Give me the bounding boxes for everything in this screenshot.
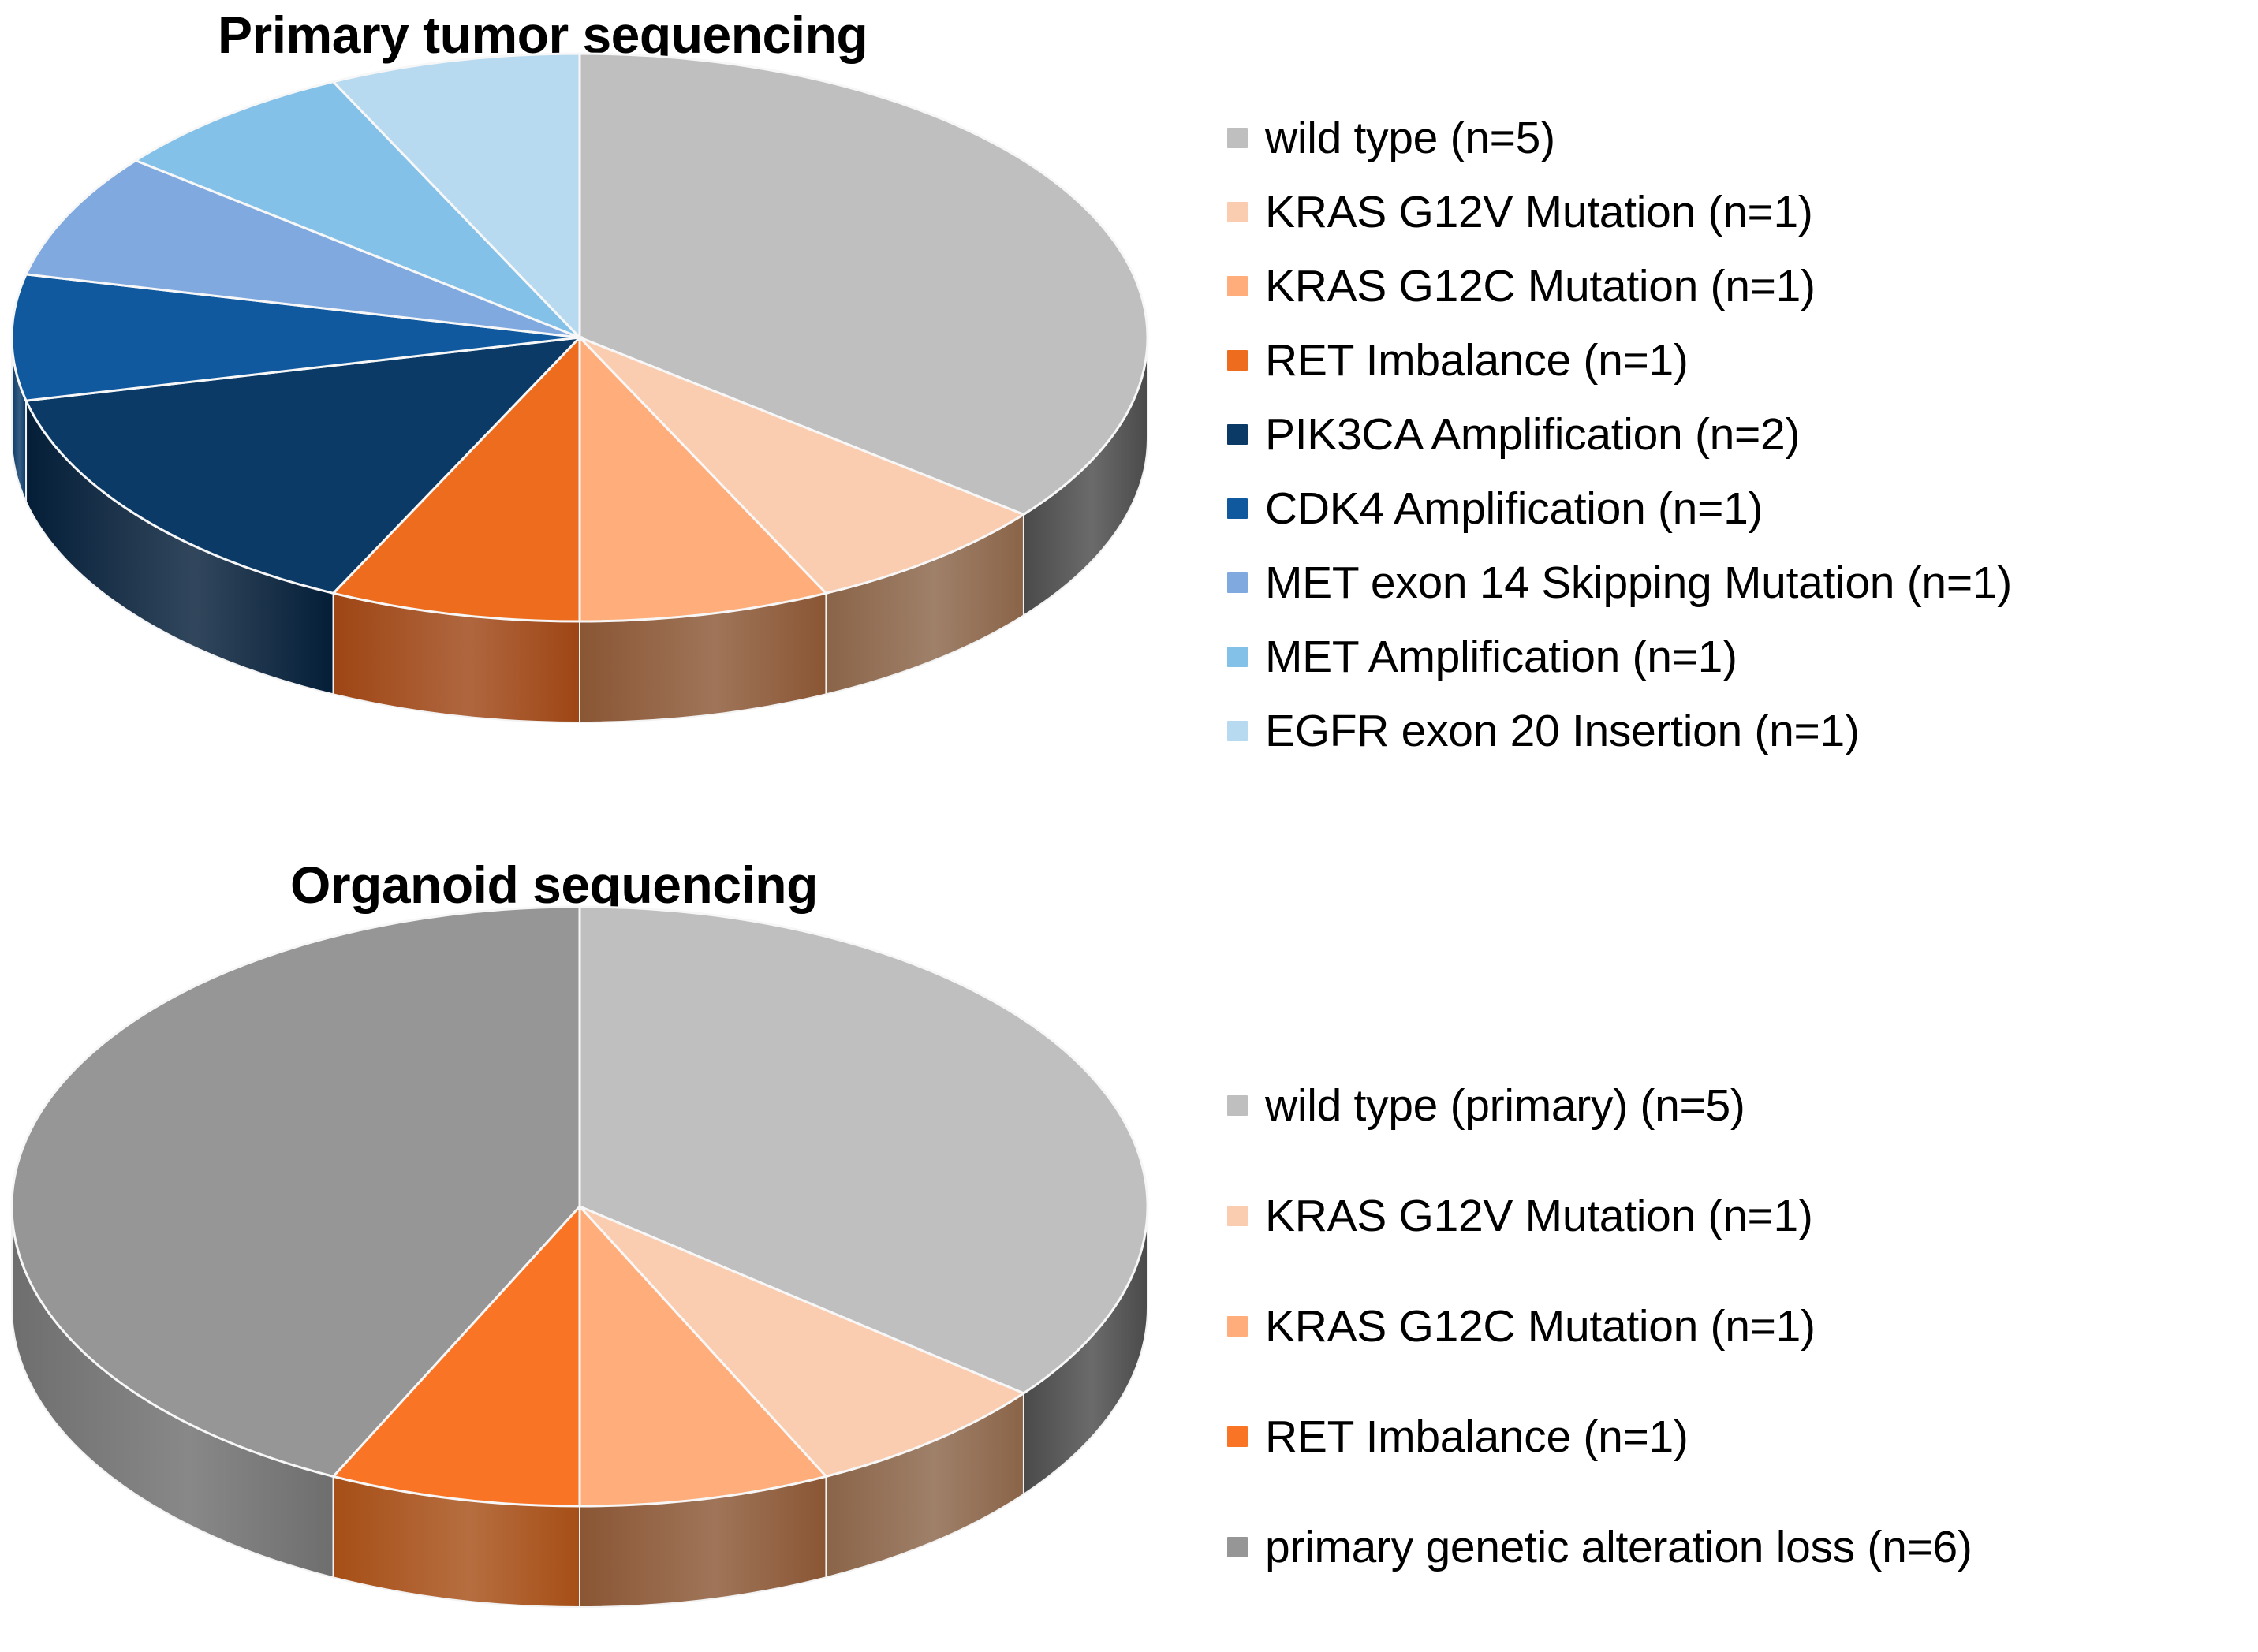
legend-item-label: wild type (primary) (n=5) xyxy=(1265,1080,1745,1131)
legend-item[interactable]: MET Amplification (n=1) xyxy=(1227,620,2012,694)
legend-swatch-icon xyxy=(1227,498,1248,519)
legend-item-label: EGFR exon 20 Insertion (n=1) xyxy=(1265,705,1860,756)
legend-item-label: KRAS G12C Mutation (n=1) xyxy=(1265,1300,1816,1352)
pie-slice-kras-g12v-mutation[interactable] xyxy=(578,1205,1027,1479)
legend-item[interactable]: KRAS G12C Mutation (n=1) xyxy=(1227,1271,1972,1382)
legend-item-label: KRAS G12C Mutation (n=1) xyxy=(1265,260,1816,311)
pie-slice-ret-imbalance[interactable] xyxy=(330,1203,581,1508)
legend-swatch-icon xyxy=(1227,1095,1248,1116)
legend-swatch-icon xyxy=(1227,1206,1248,1226)
legend-item[interactable]: wild type (primary) (n=5) xyxy=(1227,1050,1972,1161)
legend-item[interactable]: MET exon 14 Skipping Mutation (n=1) xyxy=(1227,546,2012,620)
pie-slice-kras-g12v-mutation[interactable] xyxy=(578,336,1027,595)
pie-top-group xyxy=(10,52,1149,623)
legend-item[interactable]: PIK3CA Amplification (n=2) xyxy=(1227,397,2012,472)
legend-item[interactable]: EGFR exon 20 Insertion (n=1) xyxy=(1227,694,2012,768)
legend-primary-tumor-sequencing: wild type (n=5) KRAS G12V Mutation (n=1) K… xyxy=(1227,101,2012,768)
legend-item-label: primary genetic alteration loss (n=6) xyxy=(1265,1521,1972,1572)
pie-slice-wild-type[interactable] xyxy=(578,52,1149,516)
legend-item[interactable]: wild type (n=5) xyxy=(1227,101,2012,175)
pie-slice-ret-imbalance[interactable] xyxy=(330,334,581,623)
pie-slice-kras-g12c-mutation[interactable] xyxy=(578,1203,829,1508)
pie-chart-primary-tumor-sequencing xyxy=(0,52,1183,757)
pie-svg-primary xyxy=(10,52,1149,724)
legend-item-label: PIK3CA Amplification (n=2) xyxy=(1265,408,1801,460)
legend-item[interactable]: KRAS G12C Mutation (n=1) xyxy=(1227,249,2012,323)
legend-swatch-icon xyxy=(1227,276,1248,296)
legend-item[interactable]: KRAS G12V Mutation (n=1) xyxy=(1227,175,2012,249)
pie-slice-egfr-exon-20-insertion[interactable] xyxy=(330,52,581,341)
pie-chart-organoid-sequencing xyxy=(0,905,1183,1652)
pie-top-group xyxy=(10,905,1149,1508)
pie-slice-cdk4-amplification[interactable] xyxy=(10,273,580,402)
legend-swatch-icon xyxy=(1227,721,1248,741)
legend-organoid-sequencing: wild type (primary) (n=5) KRAS G12V Mutat… xyxy=(1227,1050,1972,1602)
legend-item-label: MET Amplification (n=1) xyxy=(1265,631,1737,682)
pie-slice-pik3ca-amplification[interactable] xyxy=(24,336,583,595)
pie-slice-wild-type-primary[interactable] xyxy=(578,905,1149,1395)
legend-swatch-icon xyxy=(1227,1316,1248,1337)
legend-swatch-icon xyxy=(1227,1426,1248,1447)
legend-item-label: KRAS G12V Mutation (n=1) xyxy=(1265,1190,1813,1241)
pie-slice-primary-genetic-alteration-loss[interactable] xyxy=(10,905,581,1479)
pie-slice-met-exon-14-skipping-mutation[interactable] xyxy=(24,158,580,339)
legend-item-label: CDK4 Amplification (n=1) xyxy=(1265,483,1763,534)
legend-item-label: MET exon 14 Skipping Mutation (n=1) xyxy=(1265,557,2012,608)
pie-slice-met-amplification[interactable] xyxy=(132,80,581,339)
legend-swatch-icon xyxy=(1227,647,1248,667)
legend-swatch-icon xyxy=(1227,424,1248,445)
pie-svg-organoid xyxy=(10,905,1149,1609)
legend-swatch-icon xyxy=(1227,1537,1248,1557)
legend-swatch-icon xyxy=(1227,350,1248,371)
legend-item-label: RET Imbalance (n=1) xyxy=(1265,334,1689,386)
legend-item[interactable]: primary genetic alteration loss (n=6) xyxy=(1227,1492,1972,1602)
legend-swatch-icon xyxy=(1227,202,1248,222)
page-title-organoid-sequencing: Organoid sequencing xyxy=(290,856,818,914)
legend-swatch-icon xyxy=(1227,128,1248,148)
legend-item[interactable]: CDK4 Amplification (n=1) xyxy=(1227,472,2012,546)
legend-item[interactable]: RET Imbalance (n=1) xyxy=(1227,1382,1972,1492)
legend-item[interactable]: KRAS G12V Mutation (n=1) xyxy=(1227,1161,1972,1271)
legend-item[interactable]: RET Imbalance (n=1) xyxy=(1227,323,2012,397)
legend-item-label: RET Imbalance (n=1) xyxy=(1265,1411,1689,1462)
legend-item-label: KRAS G12V Mutation (n=1) xyxy=(1265,186,1813,237)
pie-slice-kras-g12c-mutation[interactable] xyxy=(578,334,829,623)
legend-item-label: wild type (n=5) xyxy=(1265,112,1555,163)
legend-swatch-icon xyxy=(1227,572,1248,593)
